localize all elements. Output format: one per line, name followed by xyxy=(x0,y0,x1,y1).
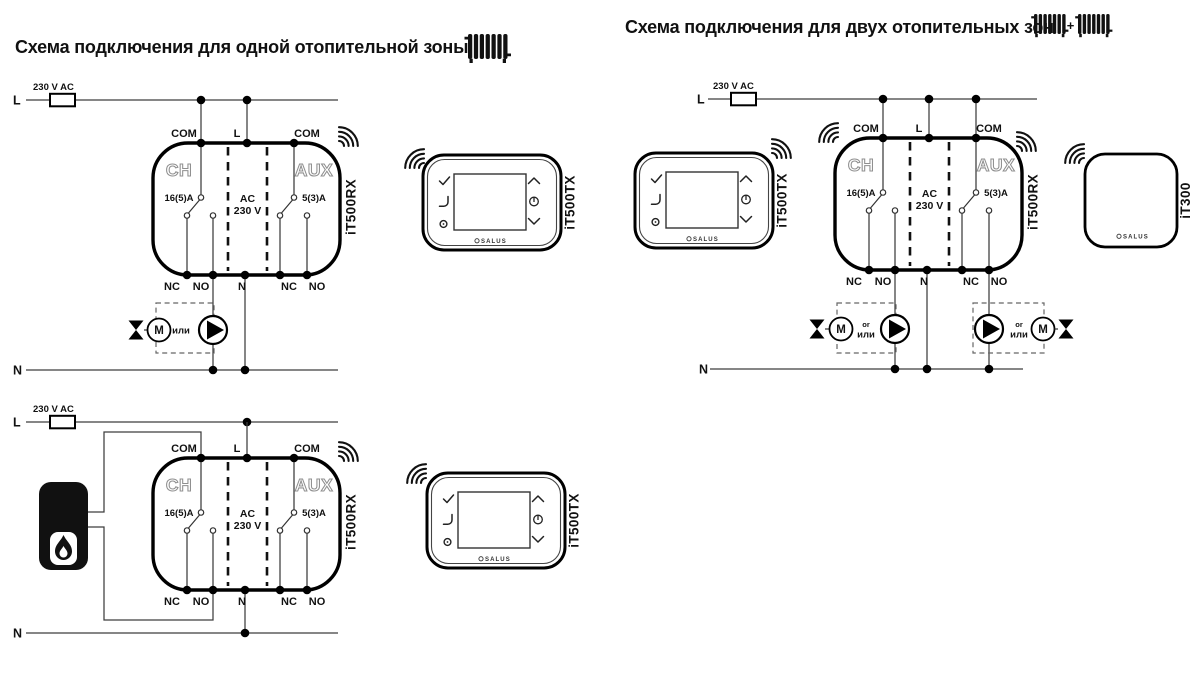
plus-sign: + xyxy=(1067,18,1075,33)
neutral-line-label: N xyxy=(13,627,22,641)
receiver-unit xyxy=(833,121,1043,290)
or-label-ru: или xyxy=(1010,330,1028,341)
junction-dot xyxy=(878,94,888,104)
motor-icon xyxy=(828,316,854,342)
junction-dot xyxy=(240,628,250,638)
junction-dot xyxy=(924,94,934,104)
wire-boiler-to-com xyxy=(88,431,202,513)
pump-icon xyxy=(973,313,1005,345)
junction-dot xyxy=(890,364,900,374)
left-diagram-title: Схема подключения для одной отопительной… xyxy=(15,37,468,57)
wire-boiler-to-no xyxy=(88,526,214,621)
salus-brand-label: SALUS xyxy=(1123,235,1149,241)
diagram-two-zones: L 230 V AC or или or или SALUS iT300 N xyxy=(633,81,1193,377)
rf-signal-icon xyxy=(406,463,428,485)
titles: Схема подключения для одной отопительной… xyxy=(15,14,1113,63)
receiver-unit xyxy=(151,126,361,295)
radiator-icon xyxy=(464,34,511,63)
rf-signal-icon xyxy=(1015,131,1037,153)
thermostat-unit xyxy=(421,153,579,252)
or-label: или xyxy=(172,326,190,337)
fuse-icon xyxy=(730,91,757,107)
pump-icon xyxy=(879,313,911,345)
junction-dot xyxy=(922,364,932,374)
junction-dot xyxy=(971,94,981,104)
or-label-en: or xyxy=(862,320,870,329)
right-diagram-title: Схема подключения для двух отопительных … xyxy=(625,17,1054,37)
junction-dot xyxy=(196,95,206,105)
rf-signal-icon xyxy=(1064,143,1086,165)
receiver-unit xyxy=(151,441,361,610)
salus-logo-icon xyxy=(1116,233,1122,239)
junction-dot xyxy=(208,365,218,375)
junction-dot xyxy=(984,364,994,374)
rf-signal-icon xyxy=(337,441,359,463)
voltage-label: 230 V AC xyxy=(713,81,754,92)
fuse-icon xyxy=(49,414,76,430)
junction-dot xyxy=(240,365,250,375)
neutral-line-label: N xyxy=(699,363,708,377)
rf-signal-icon xyxy=(337,126,359,148)
fuse-icon xyxy=(49,92,76,108)
valve-icon xyxy=(128,320,144,340)
diagram-single-zone-pump: L 230 V AC или N xyxy=(13,82,579,378)
it300-device: SALUS iT300 xyxy=(1083,152,1193,249)
pump-icon xyxy=(197,314,229,346)
valve-icon xyxy=(1058,319,1074,339)
live-line-label: L xyxy=(13,416,21,430)
voltage-label: 230 V AC xyxy=(33,82,74,93)
thermostat-unit xyxy=(425,471,583,570)
live-line-label: L xyxy=(13,94,21,108)
or-label-ru: или xyxy=(857,330,875,341)
it300-model-label: iT300 xyxy=(1178,182,1193,219)
motor-icon xyxy=(1030,316,1056,342)
diagram-single-zone-boiler: L 230 V AC N xyxy=(13,404,583,641)
it300-body xyxy=(1083,152,1179,249)
rf-signal-icon xyxy=(404,148,426,170)
rf-signal-icon xyxy=(770,138,792,160)
junction-dot xyxy=(242,95,252,105)
motor-icon xyxy=(146,317,172,343)
radiator-icon xyxy=(1075,14,1113,38)
live-line-label: L xyxy=(697,93,705,107)
flame-core xyxy=(59,546,68,558)
or-label-en: or xyxy=(1015,320,1023,329)
voltage-label: 230 V AC xyxy=(33,404,74,415)
neutral-line-label: N xyxy=(13,364,22,378)
thermostat-unit xyxy=(633,151,791,250)
rf-signal-icon xyxy=(818,122,840,144)
valve-icon xyxy=(809,319,825,339)
boiler-icon xyxy=(39,482,88,570)
